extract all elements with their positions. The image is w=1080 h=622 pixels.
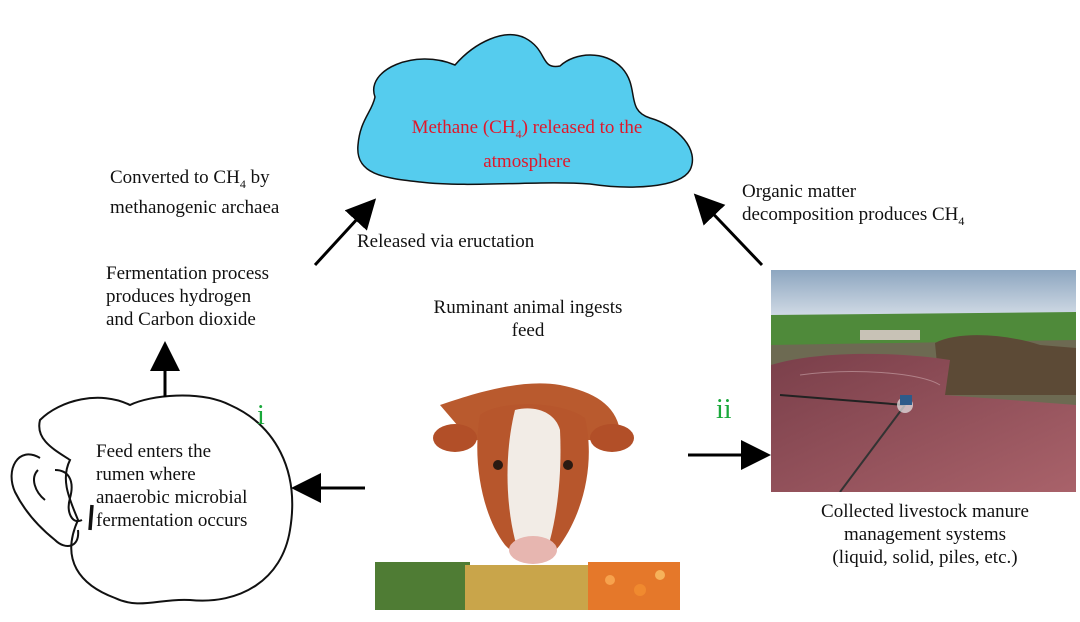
ruminant-label: Ruminant animal ingests feed [398, 296, 658, 342]
pathway-marker-i: i [257, 400, 265, 431]
cloud-label: Methane (CH4) released to the atmosphere [372, 114, 682, 175]
manure-line1: Collected livestock manure [821, 501, 1029, 522]
ruminant-line1: Ruminant animal ingests [433, 297, 623, 318]
organic-line2: decomposition produces CH4 [742, 203, 1042, 233]
converted-line1-post: by [245, 167, 270, 188]
converted-line2: methanogenic archaea [110, 196, 280, 218]
cloud-label-line1: Methane (CH4) released to the [372, 114, 682, 148]
manure-lagoon-image [771, 270, 1076, 492]
rumen-line4: fermentation occurs [96, 510, 248, 531]
converted-line1-pre: Converted to CH [110, 167, 240, 188]
fermentation-line1: Fermentation process [106, 263, 270, 284]
rumen-label: Feed enters the rumen where anaerobic mi… [96, 440, 296, 532]
fermentation-label: Fermentation process produces hydrogen a… [106, 262, 316, 331]
rumen-outline-icon [10, 394, 294, 605]
cloud-line1-post: ) released to the [521, 117, 643, 138]
arrow-manure-to-cloud [693, 193, 764, 267]
cloud-line1-sub: 4 [515, 126, 522, 141]
manure-line2: management systems [844, 524, 1006, 545]
converted-line1: Converted to CH4 by [110, 166, 340, 196]
methane-cloud-icon [357, 34, 694, 188]
rumen-sphincter-icon [88, 504, 94, 531]
rumen-line2: rumen where [96, 464, 196, 485]
eructation-label: Released via eructation [357, 231, 535, 252]
fermentation-line2: produces hydrogen [106, 286, 252, 307]
pathway-marker-ii: ii [716, 394, 732, 425]
organic-line2-sub: 4 [958, 213, 965, 228]
rumen-line1: Feed enters the [96, 441, 212, 462]
manure-line3: (liquid, solid, piles, etc.) [832, 547, 1018, 568]
cloud-line1-pre: Methane (CH [411, 117, 516, 138]
organic-decomposition-label: Organic matter decomposition produces CH… [742, 180, 1042, 233]
organic-line1: Organic matter [742, 181, 857, 202]
organic-line2-pre: decomposition produces CH [742, 204, 959, 225]
rumen-line3: anaerobic microbial [96, 487, 248, 508]
cow-feeding-image [375, 383, 680, 610]
converted-label: Converted to CH4 by methanogenic archaea [110, 166, 340, 219]
fermentation-line3: and Carbon dioxide [106, 309, 256, 330]
converted-line1-sub: 4 [239, 176, 246, 191]
ruminant-line2: feed [511, 320, 545, 341]
arrow-fermentation-to-cloud [313, 198, 377, 267]
manure-systems-label: Collected livestock manure management sy… [780, 500, 1070, 569]
cloud-label-line2: atmosphere [483, 150, 571, 172]
